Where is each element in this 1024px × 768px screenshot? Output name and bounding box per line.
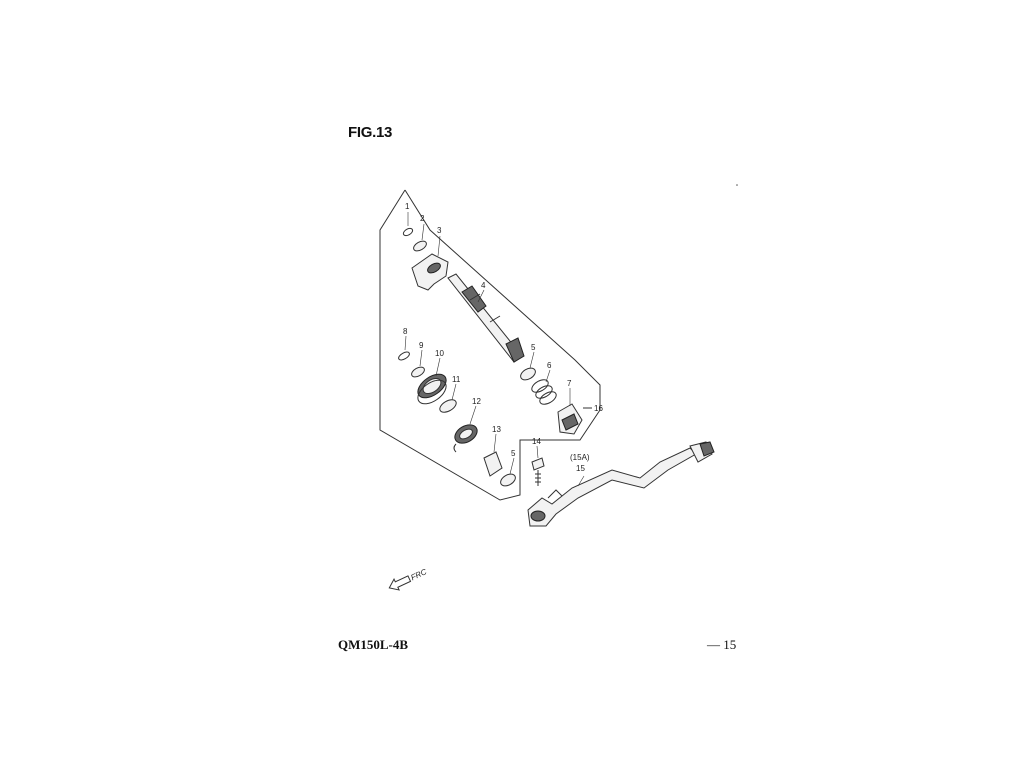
callout-3: 3 [437, 226, 442, 235]
model-number: QM150L-4B [338, 637, 409, 652]
callout-7: 7 [567, 379, 572, 388]
part-5-washer-lower [500, 473, 516, 487]
leader-2 [421, 223, 425, 241]
leader-5b [509, 457, 515, 475]
callout-14: 14 [532, 437, 541, 446]
callout-5-upper: 5 [531, 343, 536, 352]
leader-12 [469, 405, 477, 425]
part-4-shaft [447, 273, 525, 363]
leader-14 [536, 445, 539, 459]
callout-5-lower: 5 [511, 449, 516, 458]
part-12-spring [453, 424, 478, 453]
callout-12: 12 [472, 397, 481, 406]
part-5-washer-upper [520, 367, 536, 381]
part-1-circlip [402, 227, 414, 237]
scan-speck [736, 184, 738, 186]
leader-8 [404, 335, 407, 351]
arrow-left-icon [388, 575, 412, 591]
figure-title: FIG.13 [348, 124, 393, 141]
part-14-bolt [531, 457, 545, 486]
callout-8: 8 [403, 327, 408, 336]
leader-4 [477, 289, 485, 303]
page-number: — 15 [707, 637, 737, 652]
part-6-spring [531, 379, 557, 405]
assembly-boundary [379, 189, 601, 501]
leader-10 [435, 357, 441, 377]
leader-9 [419, 349, 423, 367]
callout-15a: (15A) [570, 453, 590, 462]
callout-16: 16 [594, 404, 603, 413]
callout-6: 6 [547, 361, 552, 370]
direction-label: FRC [409, 567, 428, 582]
part-10-gear [417, 373, 447, 405]
part-8-circlip [398, 351, 410, 361]
part-15-kick-lever [527, 441, 715, 527]
callout-11: 11 [452, 375, 461, 384]
leader-3 [437, 235, 441, 257]
leader-15 [577, 475, 585, 487]
part-13-collar [483, 451, 503, 477]
callout-10: 10 [435, 349, 444, 358]
callout-13: 13 [492, 425, 501, 434]
leader-13 [493, 433, 497, 453]
callout-1: 1 [405, 202, 410, 211]
leader-11 [451, 383, 457, 401]
callout-15: 15 [576, 464, 585, 473]
callout-4: 4 [481, 281, 486, 290]
part-7-ratchet [557, 403, 583, 435]
leader-5a [529, 351, 535, 369]
part-2-washer [413, 240, 427, 252]
callout-9: 9 [419, 341, 424, 350]
part-11-washer [439, 399, 457, 413]
callout-2: 2 [420, 214, 425, 223]
leader-6 [545, 369, 551, 383]
front-direction-arrow: FRC [388, 567, 428, 591]
part-9-washer [411, 366, 425, 378]
